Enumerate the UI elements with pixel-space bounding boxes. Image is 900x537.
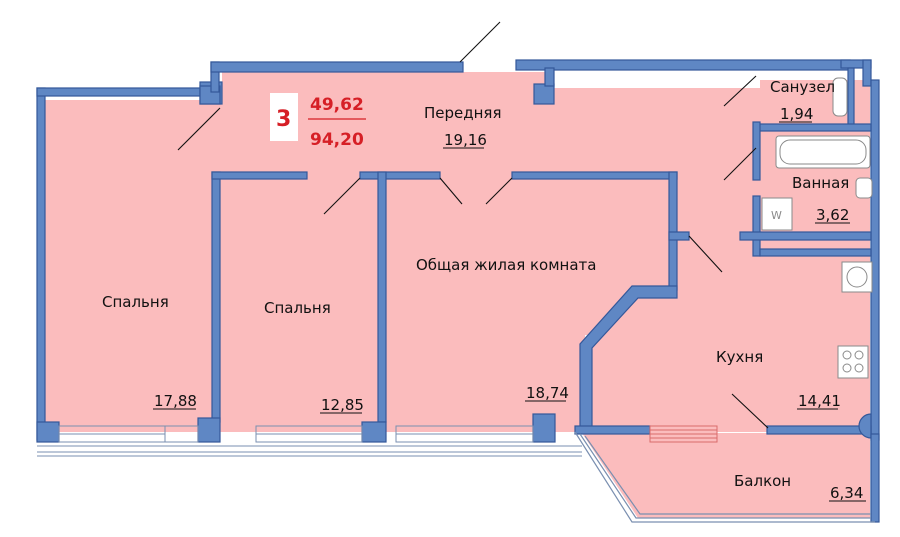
room-bedroom-mid-name: Спальня — [264, 299, 331, 317]
wall-kitchen-bottom-b — [766, 425, 872, 435]
room-balcony-area: 6,34 — [830, 484, 863, 502]
fixtures: W — [761, 77, 873, 379]
wall-top-stub — [544, 67, 555, 87]
room-bedroom-left-area: 17,88 — [154, 392, 197, 410]
rooms-badge — [270, 93, 298, 141]
balcony-door — [649, 425, 718, 443]
door-wc — [723, 75, 757, 107]
living-area: 49,62 — [310, 95, 364, 115]
washer-letter: W — [771, 209, 782, 222]
walls — [36, 59, 880, 523]
room-bath-name: Ванная — [792, 174, 849, 192]
wall-living-top — [511, 171, 678, 180]
room-living-name: Общая жилая комната — [416, 256, 596, 274]
room-bedroom-left-name: Спальня — [102, 293, 169, 311]
wall-bath-bottom — [739, 231, 872, 241]
door-bed2 — [323, 177, 361, 215]
wall-bed2-top — [211, 171, 308, 180]
wall-bath-vertical — [752, 121, 761, 181]
wall-top-block — [533, 83, 555, 105]
toilet-icon — [832, 77, 848, 117]
room-bedroom-mid-area: 12,85 — [321, 396, 364, 414]
wall-angled — [579, 285, 678, 433]
wall-right — [870, 79, 880, 441]
floor-balcony — [582, 433, 870, 518]
wall-wc-vertical — [847, 67, 855, 127]
wall-stub-right — [668, 231, 690, 241]
wall-kitchen-bottom-a — [574, 425, 651, 435]
wall-top-right — [515, 59, 851, 71]
floor-main — [45, 72, 870, 432]
door-lines — [177, 21, 769, 429]
bath-sink-icon — [855, 177, 873, 199]
door-entrance — [459, 21, 501, 63]
rooms-count: 3 — [276, 107, 291, 132]
washer-icon — [761, 197, 793, 231]
balcony-outline — [574, 431, 875, 523]
room-labels: Передняя 19,16 Санузел 1,94 Ванная 3,62 … — [102, 78, 866, 502]
wall-left — [36, 87, 46, 441]
wall-bath-lower-v — [752, 195, 761, 257]
wall-bottom-block-4 — [532, 413, 556, 443]
room-hall-area: 19,16 — [444, 131, 487, 149]
wall-top-main — [210, 61, 464, 73]
room-wc-name: Санузел — [770, 78, 835, 96]
wall-balcony-right — [870, 433, 880, 523]
windows — [37, 425, 582, 457]
room-balcony-name: Балкон — [734, 472, 791, 490]
room-kitchen-area: 14,41 — [798, 392, 841, 410]
wall-right-step — [862, 59, 872, 87]
stove-icon — [837, 345, 869, 379]
door-living-b — [485, 177, 513, 205]
wall-bath-bottom2 — [759, 248, 872, 257]
apartment-summary: 3 49,62 94,20 — [270, 93, 366, 150]
wall-bottom-block-3 — [361, 421, 387, 443]
wall-corner-round — [858, 413, 872, 439]
door-bath — [723, 147, 757, 181]
wall-bottom-block-1 — [36, 421, 60, 443]
room-kitchen-name: Кухня — [716, 348, 763, 366]
room-wc-area: 1,94 — [780, 105, 813, 123]
total-area: 94,20 — [310, 130, 364, 150]
door-balcony — [731, 393, 769, 429]
wall-top-left — [36, 87, 211, 97]
wall-bottom-block-2 — [197, 417, 221, 443]
wall-bed2-right — [377, 171, 387, 423]
room-bath-area: 3,62 — [816, 206, 849, 224]
wall-bed1-right — [211, 171, 221, 423]
door-living-a — [439, 177, 463, 205]
room-living-area: 18,74 — [526, 384, 569, 402]
window-wall-segment — [164, 425, 199, 443]
wall-living-right — [668, 171, 678, 291]
floor-areas — [45, 72, 870, 518]
wall-bed2-top-b — [359, 171, 441, 180]
wall-wc-bottom — [754, 123, 872, 132]
door-kitchen — [688, 235, 723, 273]
door-bed1 — [177, 107, 221, 151]
room-hall-name: Передняя — [424, 104, 501, 122]
